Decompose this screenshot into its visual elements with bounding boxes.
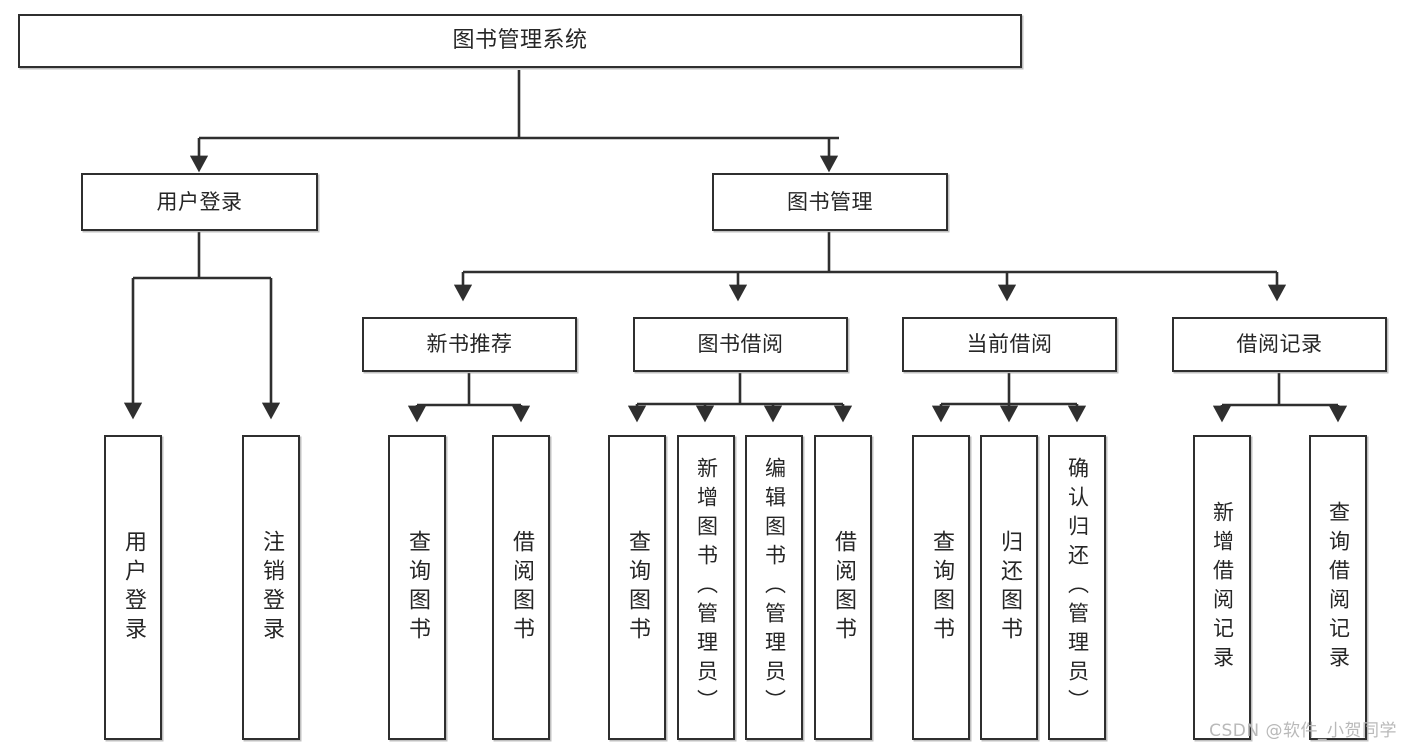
leaf-add-book-admin[interactable]: 新增图书（管理员） <box>677 435 735 740</box>
leaf-query-book-current[interactable]: 查询图书 <box>912 435 970 740</box>
leaf-add-book-admin-label: 新增图书（管理员） <box>694 457 719 718</box>
leaf-borrow-book-borrow-label: 借阅图书 <box>831 529 856 646</box>
csdn-watermark: CSDN @软件_小贺同学 <box>1209 721 1397 741</box>
leaf-return-book[interactable]: 归还图书 <box>980 435 1038 740</box>
node-borrow-record[interactable]: 借阅记录 <box>1172 317 1387 372</box>
leaf-query-borrow-record-label: 查询借阅记录 <box>1326 500 1351 675</box>
leaf-logout-label: 注销登录 <box>259 529 284 646</box>
leaf-edit-book-admin-label: 编辑图书（管理员） <box>762 457 787 718</box>
node-book-manage[interactable]: 图书管理 <box>712 173 948 231</box>
leaf-add-borrow-record-label: 新增借阅记录 <box>1210 500 1235 675</box>
node-new-book-recommend[interactable]: 新书推荐 <box>362 317 577 372</box>
leaf-borrow-book-borrow[interactable]: 借阅图书 <box>814 435 872 740</box>
leaf-confirm-return-admin-label: 确认归还（管理员） <box>1065 457 1090 718</box>
leaf-query-book-borrow-label: 查询图书 <box>625 529 650 646</box>
leaf-borrow-book-recommend-label: 借阅图书 <box>509 529 534 646</box>
node-current-borrow[interactable]: 当前借阅 <box>902 317 1117 372</box>
node-current-borrow-label: 当前借阅 <box>966 332 1053 357</box>
node-book-manage-label: 图书管理 <box>787 189 873 214</box>
leaf-user-login-label: 用户登录 <box>121 529 146 646</box>
leaf-query-book-recommend-label: 查询图书 <box>405 529 430 646</box>
node-book-borrow-label: 图书借阅 <box>697 332 784 357</box>
leaf-borrow-book-recommend[interactable]: 借阅图书 <box>492 435 550 740</box>
leaf-query-book-borrow[interactable]: 查询图书 <box>608 435 666 740</box>
leaf-return-book-label: 归还图书 <box>997 529 1022 646</box>
node-user-login[interactable]: 用户登录 <box>81 173 318 231</box>
leaf-user-login[interactable]: 用户登录 <box>104 435 162 740</box>
node-root-system-label: 图书管理系统 <box>452 28 588 54</box>
leaf-query-borrow-record[interactable]: 查询借阅记录 <box>1309 435 1367 740</box>
node-book-borrow[interactable]: 图书借阅 <box>633 317 848 372</box>
leaf-edit-book-admin[interactable]: 编辑图书（管理员） <box>745 435 803 740</box>
leaf-query-book-current-label: 查询图书 <box>929 529 954 646</box>
leaf-add-borrow-record[interactable]: 新增借阅记录 <box>1193 435 1251 740</box>
leaf-query-book-recommend[interactable]: 查询图书 <box>388 435 446 740</box>
node-root-system[interactable]: 图书管理系统 <box>18 14 1022 68</box>
leaf-logout[interactable]: 注销登录 <box>242 435 300 740</box>
node-user-login-label: 用户登录 <box>156 189 243 214</box>
node-borrow-record-label: 借阅记录 <box>1236 332 1323 357</box>
node-new-book-recommend-label: 新书推荐 <box>426 332 513 357</box>
leaf-confirm-return-admin[interactable]: 确认归还（管理员） <box>1048 435 1106 740</box>
